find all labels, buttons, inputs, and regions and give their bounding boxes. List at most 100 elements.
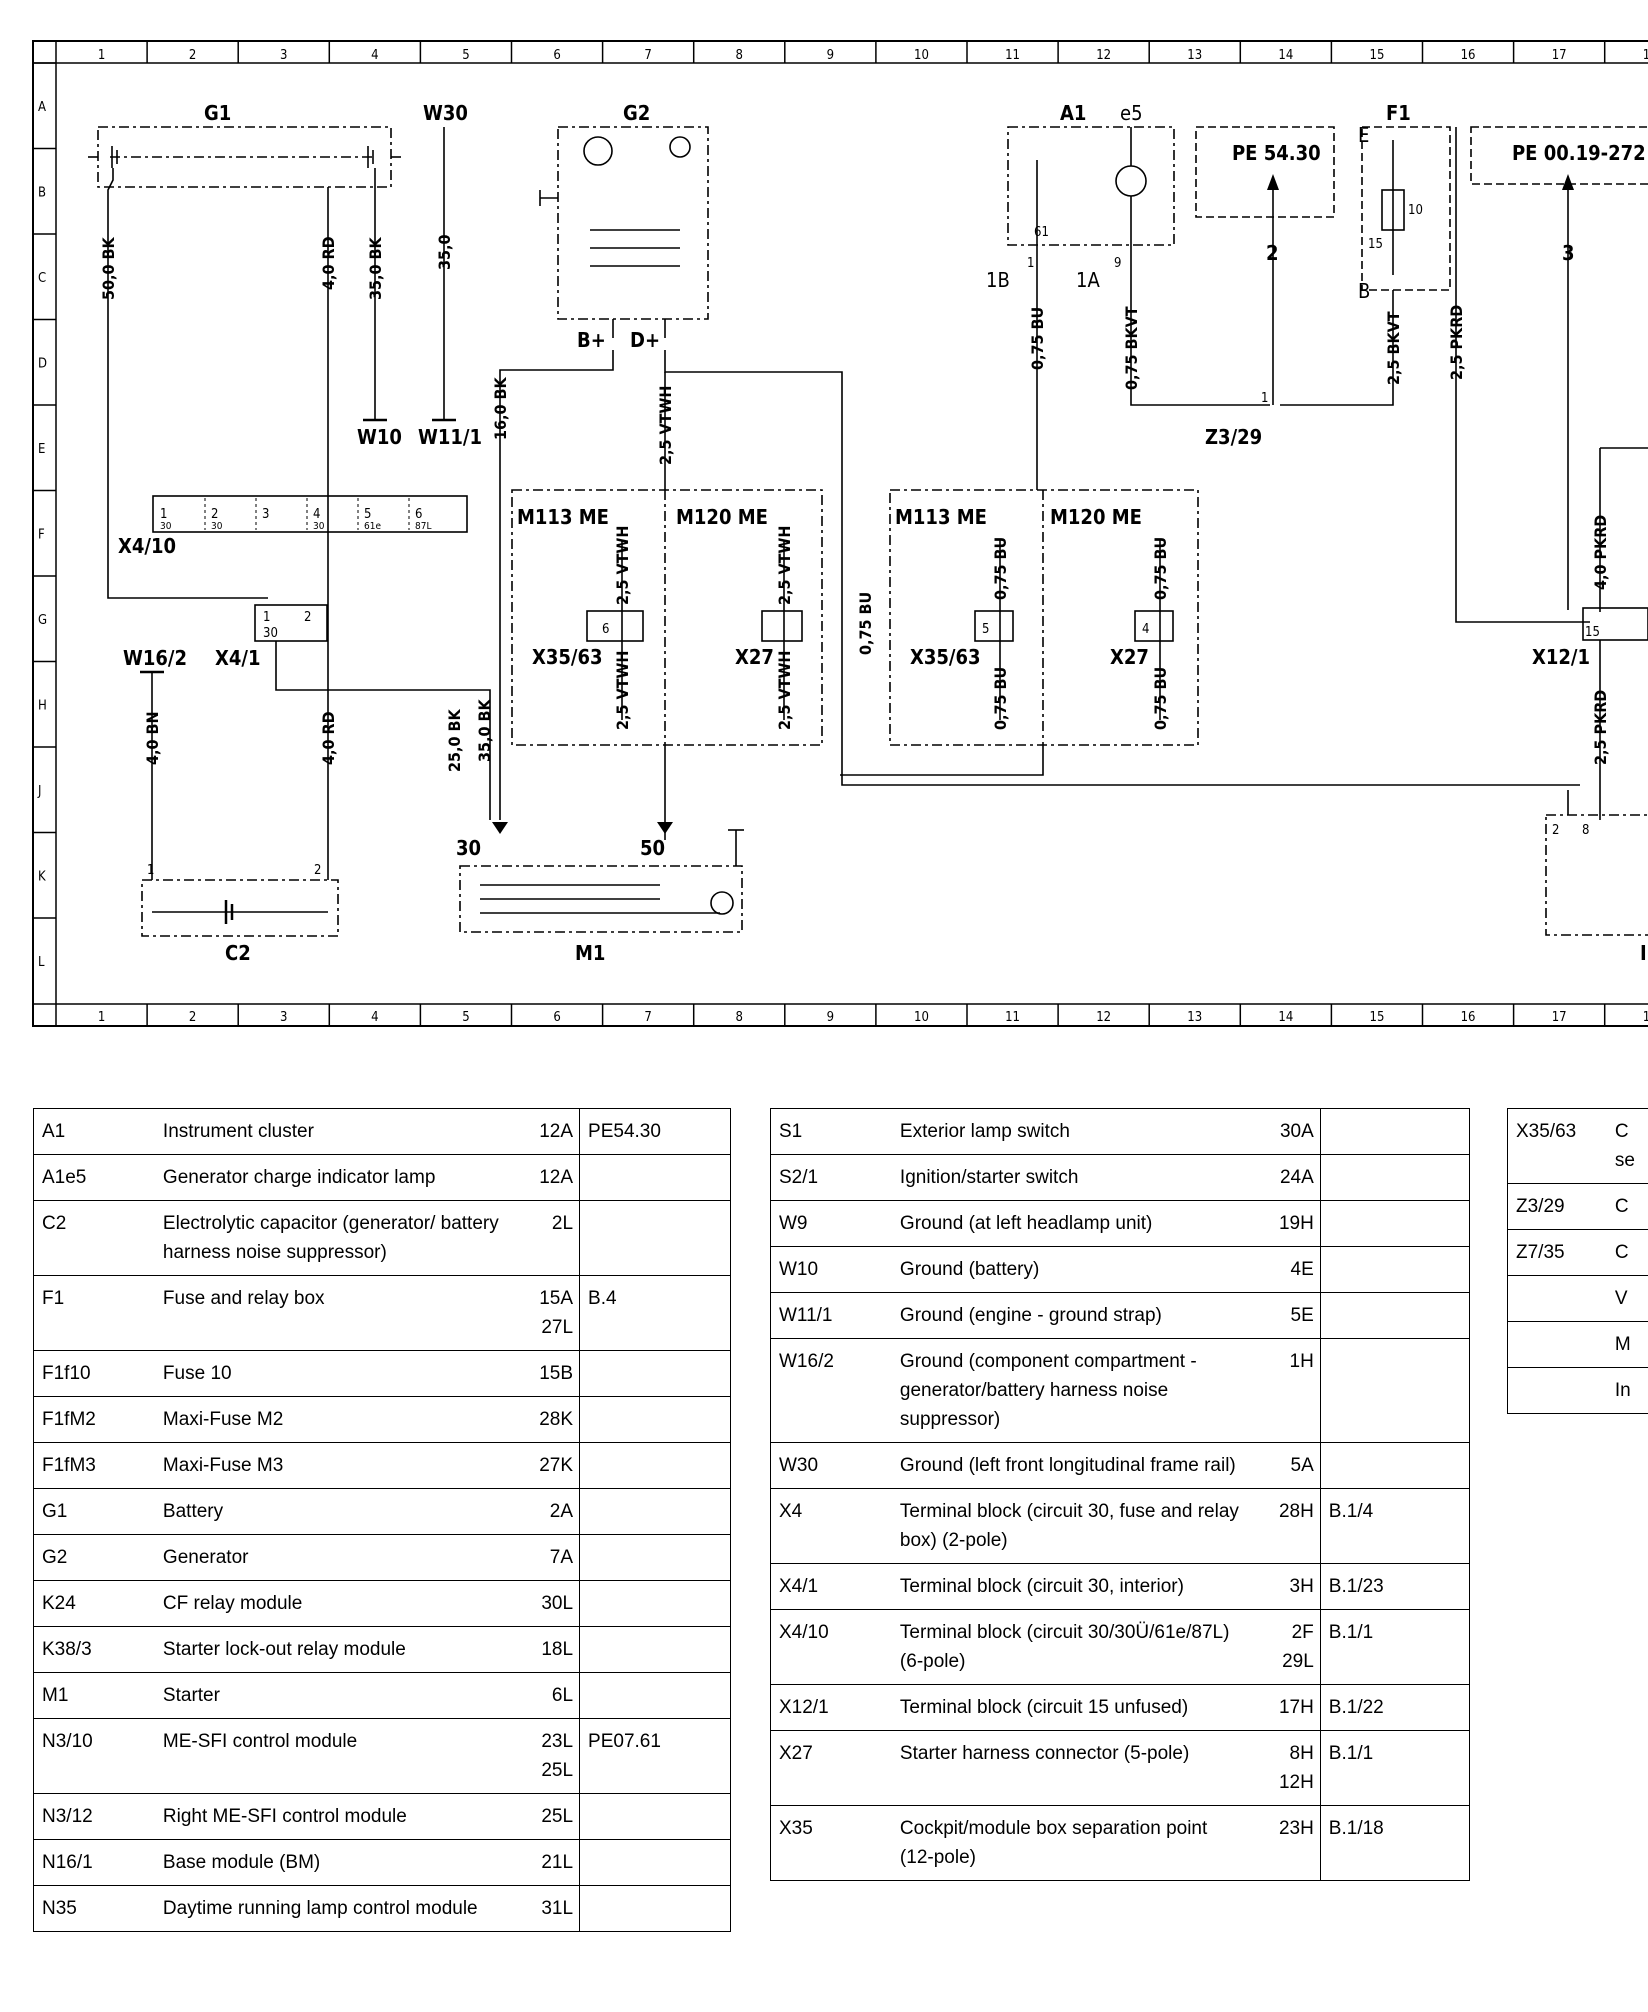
cell-loc: 21L [507, 1839, 581, 1886]
row-label: D [38, 356, 47, 371]
cell-ref [1319, 1154, 1471, 1201]
cell-ref: B.1/18 [1319, 1805, 1471, 1881]
column-label: 12 [1096, 48, 1111, 63]
cell-desc: C [1606, 1229, 1648, 1276]
wire-label: 4,0 RD [319, 711, 338, 765]
wire-label: 35,0 BK [366, 237, 385, 300]
column-ruler [55, 41, 1606, 1026]
column-label: 8 [736, 48, 743, 63]
wire-label: 4,0 RD [319, 236, 338, 290]
cell-loc: 23H [1248, 1805, 1321, 1881]
cell-ref: B.1/4 [1319, 1488, 1471, 1564]
column-label: 13 [1187, 1010, 1202, 1025]
cell-desc: Ground (engine - ground strap) [891, 1292, 1249, 1339]
x41-pin-30: 30 [263, 626, 278, 641]
cell-desc: Fuse 10 [154, 1350, 508, 1397]
row-label: H [38, 698, 47, 713]
cell-code: M1 [32, 1672, 155, 1719]
cell-ref [579, 1442, 731, 1489]
cell-ref [579, 1200, 731, 1276]
label-m120-left: M120 ME [676, 505, 768, 529]
terminal-61: 61 [1034, 225, 1049, 240]
wire-label: 0,75 BU [1151, 537, 1170, 600]
c2-pin-2: 2 [314, 863, 321, 878]
label-w10: W10 [357, 425, 402, 449]
cell-desc: Right ME-SFI control module [154, 1793, 508, 1840]
cell-loc: 7A [507, 1534, 581, 1581]
cell-code: S2/1 [769, 1154, 892, 1201]
label-c2: C2 [225, 941, 251, 965]
cell-code: Z7/35 [1506, 1229, 1607, 1276]
column-label: 4 [371, 1010, 378, 1025]
cell-desc: C [1606, 1183, 1648, 1230]
column-label: 17 [1552, 1010, 1567, 1025]
cell-desc: Terminal block (circuit 30/30Ü/61e/87L) … [891, 1609, 1249, 1685]
wire-label: 0,75 BU [1151, 667, 1170, 730]
x41-pin-2: 2 [304, 610, 311, 625]
wire-label: 2,5 PKRD [1447, 305, 1466, 380]
z3-pin-1: 1 [1261, 391, 1268, 406]
cell-loc: 23L 25L [507, 1718, 581, 1794]
x4-10-pin-circuit: 30 [160, 521, 172, 532]
column-label: 7 [644, 1010, 651, 1025]
cell-loc: 12A [507, 1154, 581, 1201]
terminal-9: 9 [1114, 256, 1121, 271]
column-label: 1 [98, 1010, 105, 1025]
cell-loc: 18L [507, 1626, 581, 1673]
cell-desc: Maxi-Fuse M3 [154, 1442, 508, 1489]
cell-code: F1fM3 [32, 1442, 155, 1489]
cell-code: W16/2 [769, 1338, 892, 1443]
cell-ref [579, 1350, 731, 1397]
wire-label: 0,75 BU [1028, 307, 1047, 370]
terminal-dplus: D+ [630, 328, 660, 352]
row-label: F [38, 527, 45, 542]
cell-desc: Starter lock-out relay module [154, 1626, 508, 1673]
label-g1: G1 [204, 101, 231, 125]
cell-code: G1 [32, 1488, 155, 1535]
pin-2: 2 [1552, 823, 1559, 838]
label-w11-1: W11/1 [418, 425, 482, 449]
cell-loc: 28H [1248, 1488, 1321, 1564]
cell-loc: 2F 29L [1248, 1609, 1321, 1685]
column-label: 18 [1643, 48, 1648, 63]
label-x4-1: X4/1 [215, 646, 261, 670]
cell-loc: 3H [1248, 1563, 1321, 1610]
cell-desc: Ground (left front longitudinal frame ra… [891, 1442, 1249, 1489]
x4-10-pin: 2 [211, 507, 218, 522]
cell-desc: Battery [154, 1488, 508, 1535]
column-label: 13 [1187, 48, 1202, 63]
x4-10-pin: 4 [313, 507, 320, 522]
cell-ref [579, 1885, 731, 1932]
cell-loc: 31L [507, 1885, 581, 1932]
column-label: 3 [280, 48, 287, 63]
cell-ref: B.1/22 [1319, 1684, 1471, 1731]
wire-label: 2,5 VTWH [613, 651, 632, 730]
cell-ref [579, 1672, 731, 1719]
pin-5: 5 [982, 622, 989, 637]
arrow-heads [492, 174, 1574, 834]
label-f1: F1 [1386, 101, 1411, 125]
column-label: 15 [1370, 1010, 1385, 1025]
cell-desc: Ground (battery) [891, 1246, 1249, 1293]
wire-labels: 50,0 BK 4,0 RD 35,0 BK 35,0 16,0 BK 2,5 … [99, 234, 1610, 772]
column-label: 6 [553, 48, 560, 63]
cell-code: C2 [32, 1200, 155, 1276]
cell-ref [1319, 1108, 1471, 1155]
cell-code: N3/12 [32, 1793, 155, 1840]
cell-code: W9 [769, 1200, 892, 1247]
cell-code: N35 [32, 1885, 155, 1932]
cell-code: K38/3 [32, 1626, 155, 1673]
terminal-labels: 30 50 B+ D+ 1B 1A 61 1 9 E B 15 10 2 3 1… [147, 123, 1647, 965]
cell-code [1506, 1321, 1607, 1368]
